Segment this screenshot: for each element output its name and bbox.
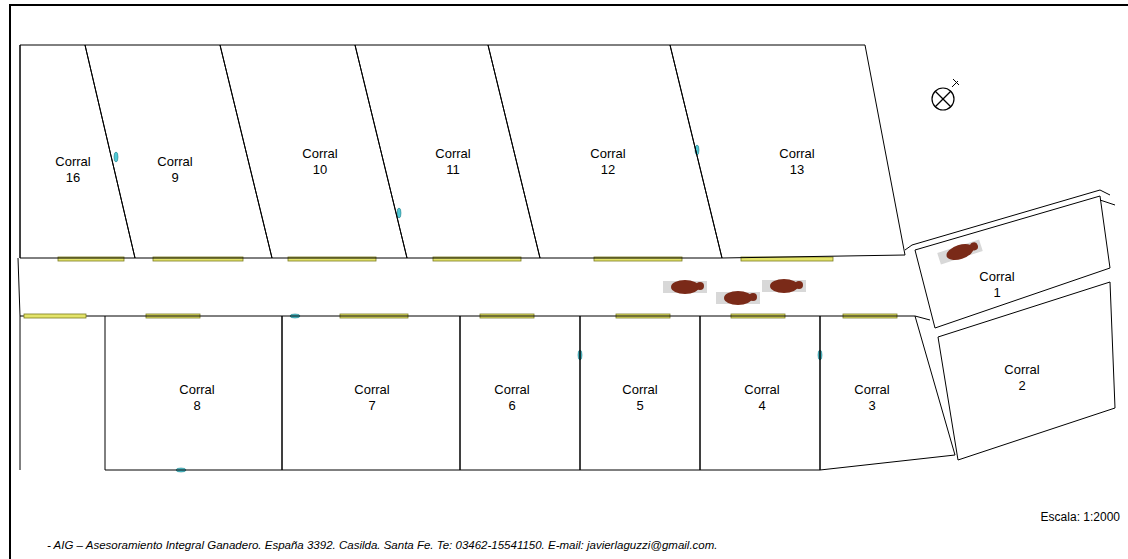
corral-fence [915,196,1110,328]
corral-fence [938,282,1115,460]
corral-label: Corral 13 [779,146,814,179]
scale-note: Escala: 1:2000 [1041,510,1120,524]
corral-area: Corral 16 [20,45,135,258]
corral-label: Corral 9 [157,154,192,187]
corral-area: Corral 8 [105,316,282,470]
corral-fence [670,45,905,258]
corral-label: Corral 10 [302,146,337,179]
corral-area: Corral 9 [85,45,272,258]
corral-label: Corral 11 [435,146,470,179]
corral-outline [20,45,135,258]
corral-fence [460,316,580,470]
corral-label: Corral 1 [979,269,1014,302]
fences [18,45,1115,470]
corral-area: Corral 11 [355,45,540,258]
corral-area: Corral 3 [820,316,955,470]
corral-label: Corral 12 [590,146,625,179]
corral-fence [488,45,722,258]
north-symbol [932,79,959,110]
water-troughs [114,145,822,472]
corral-label: Corral 6 [494,382,529,415]
corral-fence [580,316,700,470]
corral-area: Corral 4 [700,316,820,470]
corral-area: Corral 12 [488,45,722,258]
corral-fence [105,316,282,470]
corral-area: Corral 5 [580,316,700,470]
corral-fence [820,316,955,470]
corral-outline [85,45,272,258]
corral-area: Corral 1 [915,196,1110,328]
corral-fence [85,45,272,258]
corral-fence [282,316,460,470]
corral-fence [700,316,820,470]
corral-fence [20,45,135,258]
corral-fence [355,45,540,258]
corral-area: Corral 7 [282,316,460,470]
corral-area: Corral 6 [460,316,580,470]
gates [24,257,897,318]
corral-label: Corral 16 [55,154,90,187]
corral-label: Corral 8 [179,382,214,415]
corral-label: Corral 2 [1004,362,1039,395]
corral-outline [915,196,1110,328]
corral-area: Corral 13 [670,45,905,258]
corral-label: Corral 5 [622,382,657,415]
corral-area: Corral 10 [220,45,407,258]
corral-area: Corral 2 [938,282,1115,460]
corral-label: Corral 7 [354,382,389,415]
corral-label: Corral 3 [854,382,889,415]
frame [10,5,1128,559]
footer-caption: - AIG – Asesoramiento Integral Ganadero.… [47,539,718,551]
cattle-icons [663,239,983,305]
corral-label: Corral 4 [744,382,779,415]
corral-fence [220,45,407,258]
